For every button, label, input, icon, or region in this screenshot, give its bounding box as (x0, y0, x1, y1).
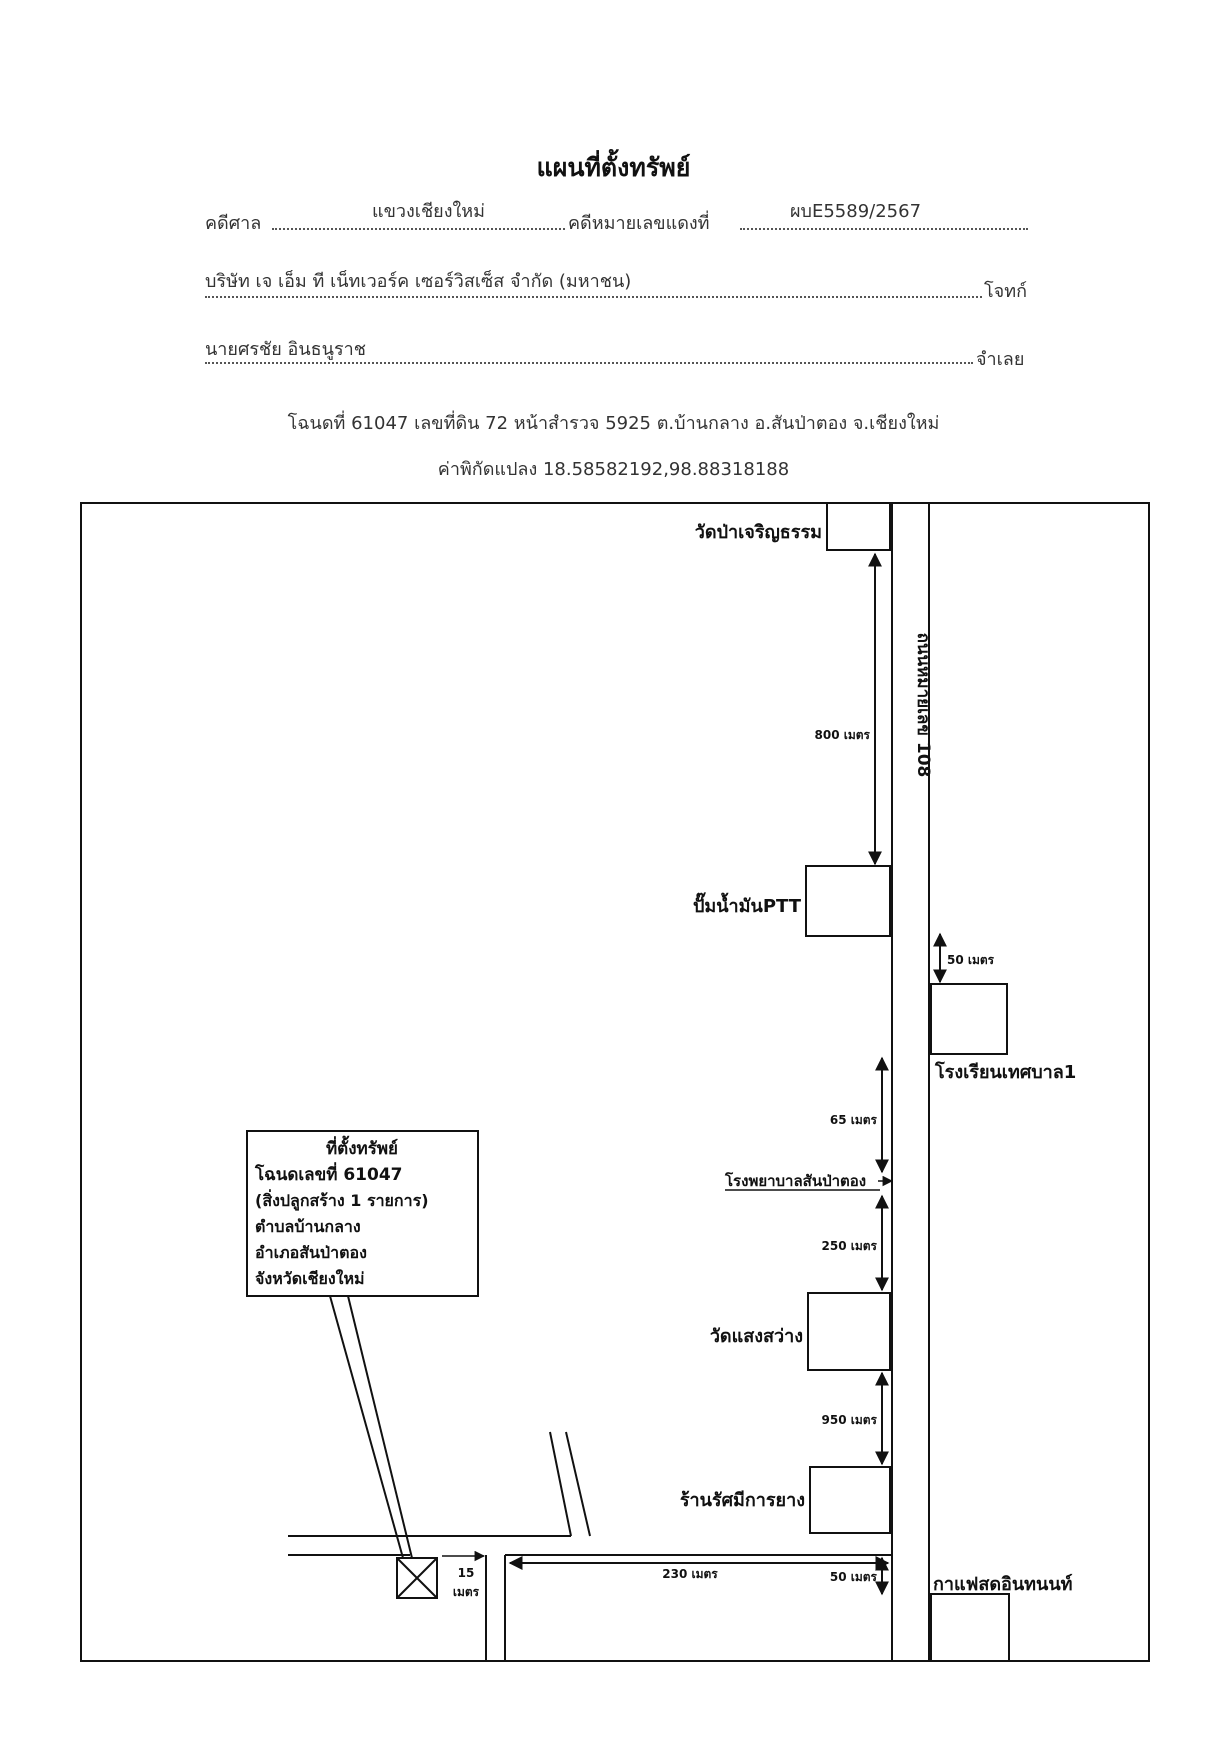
case-label: คดีหมายเลขแดงที่ (568, 213, 710, 234)
plaintiff-label: โจทก์ (984, 281, 1027, 302)
callout-line-5: อำเภอสันป่าตอง (255, 1243, 367, 1262)
road-108-label: ถนนหมายเลข 108 (913, 633, 933, 778)
temple-top-box (826, 502, 891, 551)
court-label: คดีศาล (205, 213, 262, 234)
cafe-label: กาแฟสดอินทนนท์ (933, 1573, 1072, 1595)
diagonal-lane-east (565, 1431, 591, 1537)
cafe-box (930, 1593, 1010, 1662)
distance-label-65: 65 เมตร (830, 1113, 878, 1127)
distance-label-800: 800 เมตร (815, 728, 871, 742)
deed-line: โฉนดที่ 61047 เลขที่ดิน 72 หน้าสำรวจ 592… (287, 413, 940, 434)
defendant-value: นายศรชัย อินธนูราช (205, 339, 366, 360)
school-box (930, 983, 1008, 1055)
temple-mid-label: วัดแสงสว่าง (710, 1326, 803, 1347)
callout-line-2: โฉนดเลขที่ 61047 (254, 1162, 403, 1185)
callout-pointer-right (347, 1295, 413, 1559)
distance-label-50-bottom: 50 เมตร (830, 1570, 878, 1584)
defendant-dotted-line (205, 362, 973, 364)
case-dotted-line (740, 228, 1028, 230)
coordinate-line: ค่าพิกัดแปลง 18.58582192,98.88318188 (437, 459, 790, 480)
callout-pointer-left (329, 1295, 404, 1559)
temple-top-label: วัดป่าเจริญธรรม (695, 522, 822, 543)
plaintiff-dotted-line (205, 296, 982, 298)
court-value: แขวงเชียงใหม่ (372, 201, 486, 222)
callout-line-3: (สิ่งปลูกสร้าง 1 รายการ) (255, 1189, 429, 1212)
distance-label-950: 950 เมตร (822, 1413, 878, 1427)
plaintiff-value: บริษัท เจ เอ็ม ที เน็ทเวอร์ค เซอร์วิสเซ็… (205, 271, 632, 292)
hospital-label: โรงพยาบาลสันป่าตอง (724, 1171, 866, 1190)
map-frame (80, 502, 1150, 1662)
distance-label-15-unit: เมตร (453, 1585, 480, 1599)
distance-label-15-num: 15 (458, 1566, 475, 1580)
callout-line-4: ตำบลบ้านกลาง (255, 1217, 361, 1236)
distance-label-230: 230 เมตร (662, 1567, 718, 1581)
case-value: ผบE5589/2567 (790, 201, 922, 222)
court-dotted-line (272, 228, 565, 230)
property-callout-box (246, 1130, 479, 1297)
property-marker (396, 1557, 438, 1599)
callout-line-6: จังหวัดเชียงใหม่ (255, 1269, 365, 1288)
shop-label: ร้านรัศมีการยาง (680, 1490, 805, 1511)
temple-mid-box (807, 1292, 891, 1371)
diagonal-lane-west (549, 1431, 572, 1537)
school-label: โรงเรียนเทศบาล1 (934, 1061, 1076, 1083)
gas-station-box (805, 865, 891, 937)
shop-box (809, 1466, 891, 1534)
page-title: แผนที่ตั้งทรัพย์ (536, 153, 691, 182)
defendant-label: จำเลย (976, 349, 1025, 370)
gas-station-label: ปั๊มน้ำมันPTT (693, 892, 802, 917)
callout-line-1: ที่ตั้งทรัพย์ (326, 1135, 398, 1159)
distance-label-250: 250 เมตร (822, 1239, 878, 1253)
distance-label-50-school: 50 เมตร (947, 953, 995, 967)
